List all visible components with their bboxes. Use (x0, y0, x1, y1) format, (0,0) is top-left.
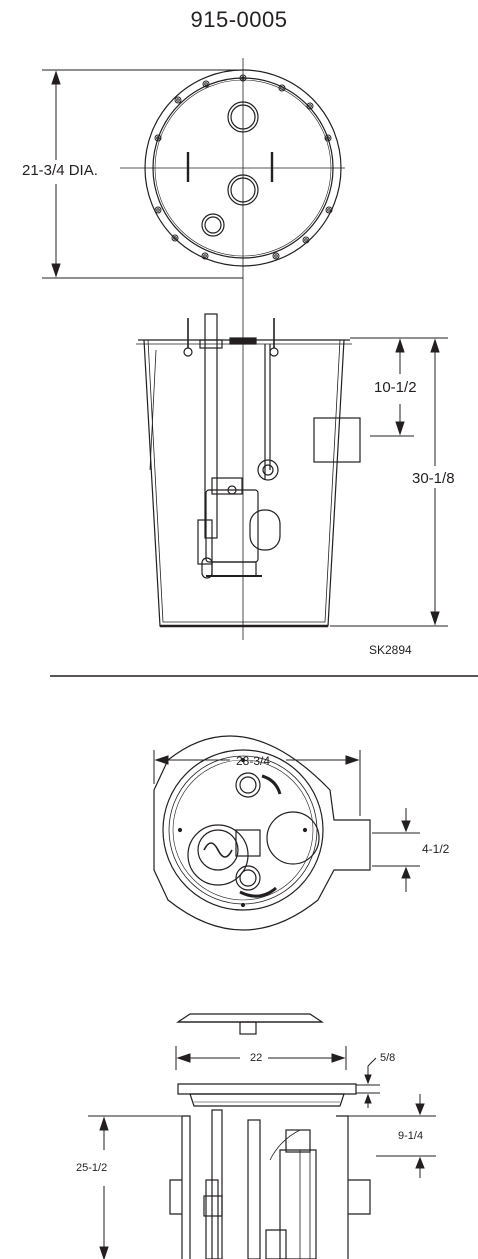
lid-plan-view (120, 58, 345, 275)
inlet-dimension (372, 808, 420, 892)
basin-width-dimension (175, 1046, 347, 1070)
depth-label-upper: 10-1/2 (374, 379, 417, 396)
cover-label: 5/8 (380, 1052, 396, 1064)
basin-height-dimension (88, 1115, 182, 1259)
inlet-height-label: 9-1/4 (398, 1130, 424, 1142)
basin-height-label: 25-1/2 (76, 1162, 108, 1174)
height-label: 30-1/8 (412, 470, 455, 487)
depth-dimensions (330, 337, 448, 627)
basin-elevation (136, 313, 361, 628)
diameter-dimension (42, 69, 243, 279)
diameter-label: 21-3/4 DIA. (22, 162, 98, 179)
inlet-label: 4-1/2 (422, 842, 450, 856)
width-dimension (153, 750, 361, 816)
width-label: 28-3/4 (236, 754, 271, 768)
basin-width-label: 22 (250, 1052, 263, 1064)
simplex-plan-view (153, 735, 371, 931)
drawing-title: 915-0005 (190, 7, 288, 32)
lid-exploded (176, 1013, 324, 1035)
basin-lower-elevation (169, 1109, 371, 1259)
inlet-height-dimension (348, 1094, 436, 1178)
cover-dimension (356, 1057, 380, 1108)
sketch-id: SK2894 (369, 643, 412, 657)
cover-plate (177, 1083, 357, 1107)
